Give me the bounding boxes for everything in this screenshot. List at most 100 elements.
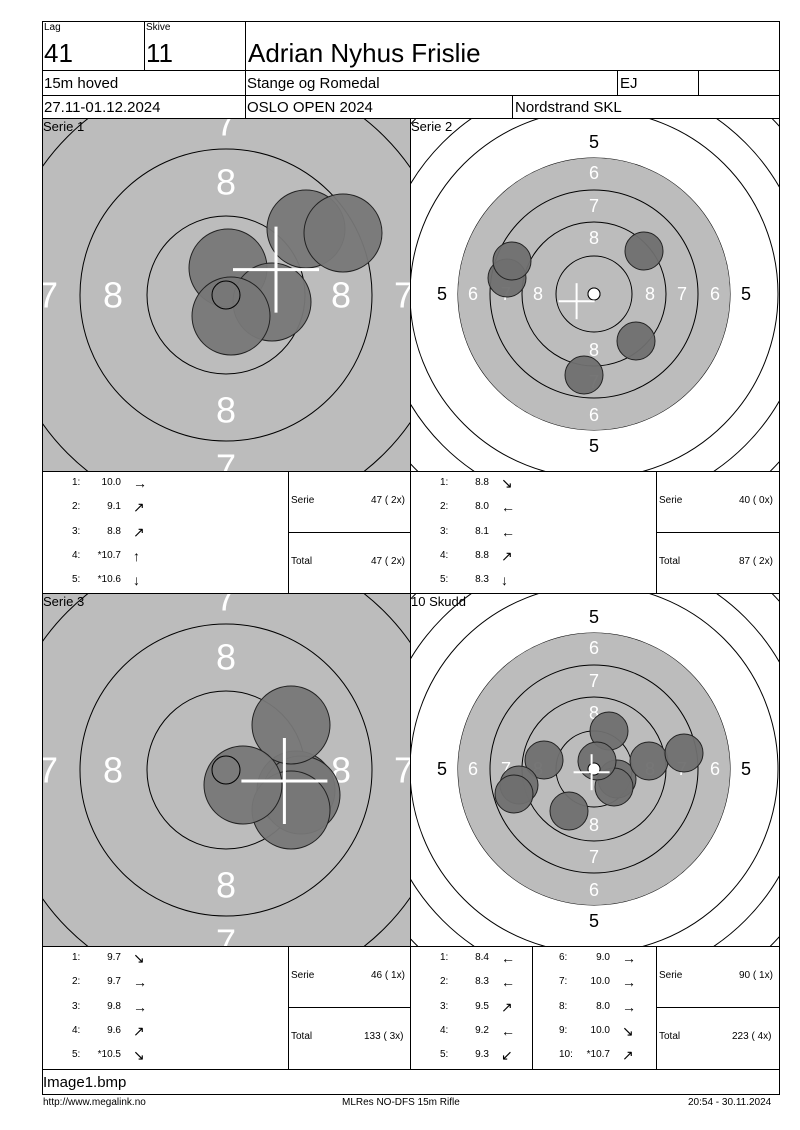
ring-label: 5 — [437, 284, 447, 304]
shot-row: 3:9.8→ — [43, 1000, 163, 1014]
shot-number: 2: — [440, 976, 449, 988]
shot-number: 4: — [72, 1024, 81, 1036]
serie-label-2: Serie — [659, 495, 683, 506]
shot-score: 9.7 — [107, 952, 121, 963]
total-value-3: 133 ( 3x) — [364, 1031, 404, 1042]
footer-software: MLRes NO-DFS 15m Rifle — [342, 1097, 460, 1108]
target-10-skudd: 5555666677778888 — [411, 594, 779, 946]
shot-score: 9.0 — [596, 952, 610, 963]
shot-direction-icon: ↗ — [133, 1022, 145, 1039]
shot-score: 9.2 — [475, 1024, 489, 1036]
shot-hole — [577, 741, 617, 781]
shot-row: 10:*10.7↗ — [532, 1048, 652, 1062]
shot-number: 4: — [440, 1024, 449, 1036]
shot-number: 4: — [72, 549, 81, 561]
shot-direction-icon: ← — [501, 950, 515, 966]
serie-value-4: 90 ( 1x) — [739, 970, 773, 981]
skive-value: 11 — [146, 38, 173, 68]
shot-row: 1:8.8↘ — [411, 476, 531, 490]
shot-direction-icon: ↓ — [133, 572, 140, 589]
shot-row: 1:8.4← — [411, 951, 531, 965]
shot-row: 4:8.8↗ — [411, 549, 531, 563]
ring-label: 5 — [741, 759, 751, 779]
dates: 27.11-01.12.2024 — [44, 99, 161, 116]
shot-row: 5:*10.5↘ — [43, 1048, 163, 1062]
ring-label: 6 — [589, 405, 599, 425]
shot-row: 1: 10.0 → — [43, 476, 163, 490]
shot-direction-icon: ← — [501, 1022, 515, 1039]
shot-row: 1: 9.7 ↘ — [43, 951, 163, 965]
ring-label: 6 — [589, 163, 599, 183]
shot-hole — [251, 685, 331, 765]
shot-row: 6:9.0→ — [532, 951, 652, 965]
shot-hole — [549, 791, 589, 831]
ring-label: 8 — [331, 275, 351, 316]
panel-title-serie-3: Serie 3 — [43, 594, 85, 609]
shot-hole — [664, 733, 704, 773]
shot-number: 1: — [440, 477, 449, 488]
shot-score: *10.7 — [97, 549, 121, 561]
ring-label: 8 — [589, 228, 599, 248]
shot-row: 2:8.0← — [411, 500, 531, 514]
shot-direction-icon: ↗ — [501, 998, 513, 1015]
target-ring — [79, 623, 373, 917]
shot-direction-icon: ↗ — [133, 523, 145, 540]
shot-number: 5: — [72, 1049, 81, 1061]
footer-url: http://www.megalink.no — [43, 1097, 146, 1108]
shot-row: 2:9.7→ — [43, 975, 163, 989]
shot-hole — [564, 355, 604, 395]
shot-direction-icon: → — [133, 475, 147, 491]
target-ring — [411, 119, 779, 471]
ring-label: 7 — [43, 275, 58, 316]
shot-hole — [492, 241, 532, 281]
panel-title-serie-1: Serie 1 — [43, 119, 85, 134]
shot-direction-icon: ↘ — [133, 950, 145, 966]
center-ring — [211, 755, 241, 785]
shot-number: 3: — [72, 1000, 81, 1012]
shot-score: 8.3 — [475, 976, 489, 988]
ring-label: 7 — [589, 847, 599, 867]
shot-hole — [494, 774, 534, 814]
shot-score: 10.0 — [101, 477, 121, 488]
shot-score: *10.7 — [586, 1049, 610, 1061]
shot-number: 1: — [72, 477, 81, 488]
shot-number: 2: — [72, 501, 81, 513]
shot-row: 3:8.1← — [411, 525, 531, 539]
ring-label: 7 — [589, 196, 599, 216]
host: Nordstrand SKL — [515, 99, 622, 116]
ring-label: 7 — [394, 275, 410, 316]
ring-label: 5 — [437, 759, 447, 779]
shot-number: 5: — [72, 574, 81, 586]
ring-label: 8 — [589, 815, 599, 835]
shot-score: 10.0 — [590, 1024, 610, 1036]
shot-row: 7:10.0→ — [532, 975, 652, 989]
ring-label: 7 — [501, 759, 511, 779]
ring-label: 5 — [741, 284, 751, 304]
ring-label: 8 — [589, 340, 599, 360]
ring-label: 8 — [589, 703, 599, 723]
shot-score: 9.6 — [107, 1024, 121, 1036]
shot-direction-icon: ← — [501, 974, 515, 991]
shot-score: 9.1 — [107, 501, 121, 513]
shot-number: 1: — [440, 952, 449, 963]
shot-hole — [524, 740, 564, 780]
shot-number: 1: — [72, 952, 81, 963]
target-ring — [411, 594, 779, 946]
shot-direction-icon: ← — [501, 499, 515, 516]
shot-row: 5:9.3↙ — [411, 1048, 531, 1062]
shot-score: 8.8 — [107, 525, 121, 537]
total-label-3: Total — [291, 1031, 313, 1042]
ring-label: 8 — [216, 865, 236, 906]
ring-label: 6 — [468, 759, 478, 779]
shot-direction-icon: → — [133, 974, 147, 991]
shot-row: 9:10.0↘ — [532, 1024, 652, 1038]
shot-direction-icon: → — [622, 998, 636, 1015]
target-ring — [489, 664, 699, 874]
serie-value-3: 46 ( 1x) — [371, 970, 405, 981]
total-label-2: Total — [659, 556, 681, 567]
shot-score: *10.5 — [97, 1049, 121, 1061]
ring-label: 8 — [103, 750, 123, 791]
shot-row: 4:*10.7↑ — [43, 549, 163, 563]
